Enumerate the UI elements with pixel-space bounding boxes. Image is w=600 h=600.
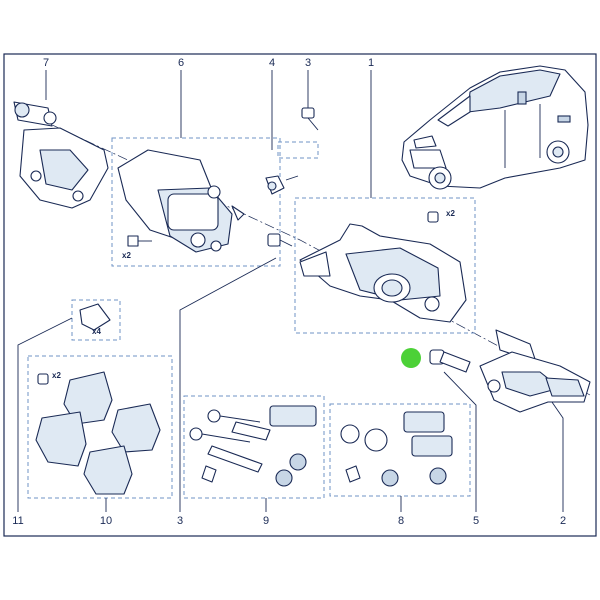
- qty-mark-x2-pads: x2: [52, 371, 61, 380]
- group-box-caliper: [294, 197, 476, 334]
- callout-10: 10: [100, 515, 112, 527]
- qty-mark-x2-caliper: x2: [446, 209, 455, 218]
- assembly-axis: [19, 109, 591, 396]
- qty-mark-x4: x4: [92, 327, 101, 336]
- guide-bolt: [429, 349, 471, 373]
- callout-labels: 1 2 3 3 4 5 6 7 8 9 10 11: [12, 57, 566, 527]
- group-box-brake-pads: [27, 355, 173, 499]
- callout-7: 7: [43, 57, 49, 69]
- bolt-6-small: x2: [122, 235, 152, 260]
- vehicle-illustration: [401, 65, 589, 190]
- callout-1: 1: [368, 57, 374, 69]
- bolt-3-middle: [267, 233, 293, 247]
- caliper-seal-kit: [340, 411, 453, 487]
- pad-retaining-clip: x4: [79, 303, 111, 336]
- callout-8: 8: [398, 515, 404, 527]
- marker-dot: [401, 348, 421, 368]
- callout-11: 11: [12, 515, 23, 527]
- leader-lines: [17, 70, 564, 512]
- group-box-bleed-screw: [277, 141, 319, 159]
- callout-9: 9: [263, 515, 269, 527]
- callout-5: 5: [473, 515, 479, 527]
- callout-3-bottom: 3: [177, 515, 183, 527]
- diagram-frame: [3, 53, 597, 537]
- caliper-carrier-right: [479, 329, 591, 413]
- group-box-pad-clip: [71, 299, 121, 341]
- caliper-bracket-assembly: [117, 149, 245, 253]
- brake-caliper: x2: [299, 209, 467, 323]
- callout-3-top: 3: [305, 57, 311, 69]
- group-box-seal-kit: [329, 403, 471, 497]
- callout-4: 4: [269, 57, 275, 69]
- brake-pad-set: x2: [35, 371, 161, 495]
- group-box-caliper-bracket: [111, 137, 281, 267]
- guide-pin-kit: [189, 405, 317, 487]
- qty-mark-x2-bracket: x2: [122, 251, 131, 260]
- group-box-guide-pin-kit: [183, 395, 325, 499]
- bolt-3-top: [301, 107, 319, 131]
- callout-2: 2: [560, 515, 566, 527]
- callout-6: 6: [178, 57, 184, 69]
- caliper-carrier-left: [13, 101, 109, 209]
- bleed-screw: [265, 175, 299, 195]
